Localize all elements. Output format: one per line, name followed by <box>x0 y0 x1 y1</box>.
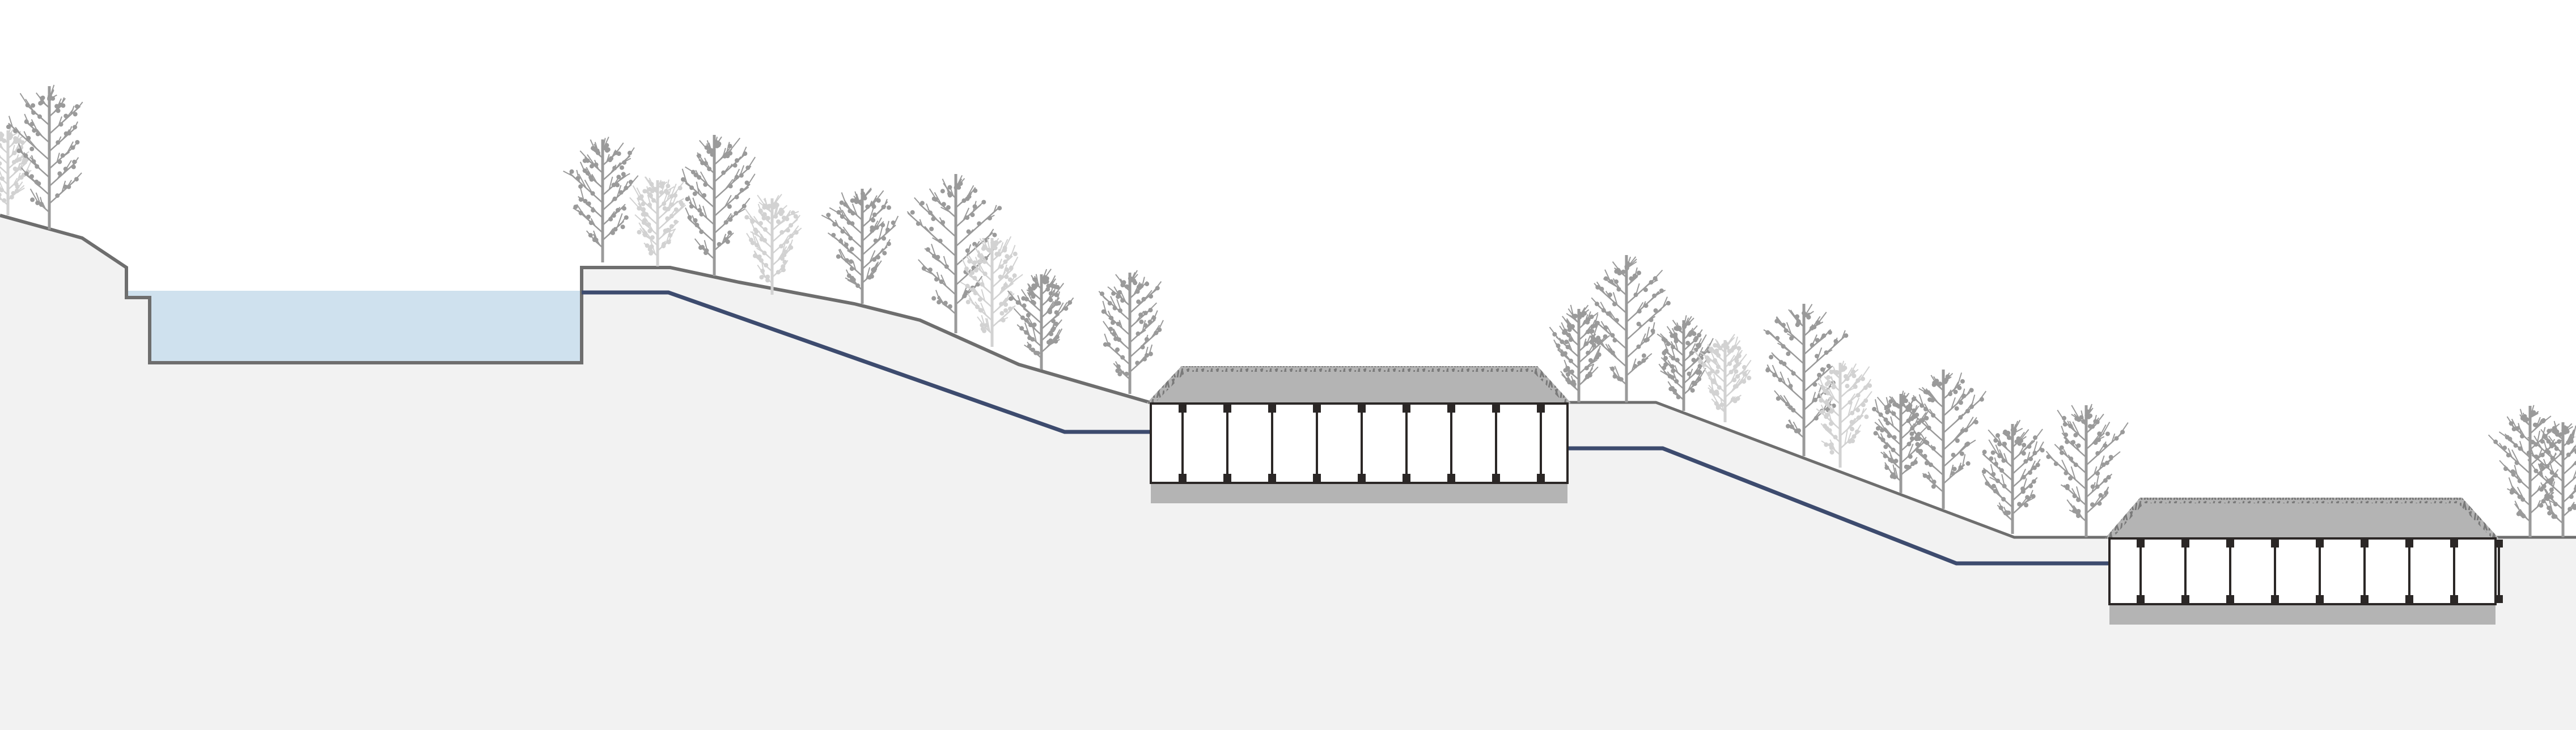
structural-column <box>2361 540 2369 603</box>
structural-column <box>1179 405 1187 482</box>
water-channel-line-lower <box>1567 446 2109 566</box>
tree-icon <box>1693 334 1752 422</box>
structural-column <box>2450 540 2458 603</box>
structural-column <box>2137 540 2145 603</box>
tree-icon <box>744 193 802 295</box>
building-upper <box>1146 366 1571 503</box>
tree-icon <box>563 137 639 262</box>
tree-group <box>0 84 2576 537</box>
structural-column <box>2181 540 2189 603</box>
tree-icon <box>6 84 83 230</box>
tree-icon <box>1763 304 1849 456</box>
tree-icon <box>2526 421 2576 537</box>
tree-icon <box>1981 419 2045 534</box>
tree-icon <box>960 236 1023 347</box>
building-lower <box>2105 498 2503 625</box>
tree-icon <box>1872 391 1929 493</box>
tree-icon <box>1899 370 1987 509</box>
tree-icon <box>1098 270 1164 394</box>
tree-icon <box>1589 255 1671 402</box>
building-interior <box>2108 537 2497 605</box>
structural-column <box>1268 405 1276 482</box>
building-foundation <box>1151 483 1567 503</box>
structural-column <box>1492 405 1500 482</box>
green-roof <box>2105 498 2499 538</box>
water-channel-line-upper <box>582 290 1150 434</box>
tree-icon <box>2045 404 2129 537</box>
structural-column <box>2495 540 2503 603</box>
green-roof <box>1146 366 1571 404</box>
structural-column <box>1447 405 1455 482</box>
tree-icon <box>2488 405 2565 537</box>
tree-icon <box>681 135 756 276</box>
terrain-outline-left <box>0 214 1150 404</box>
green-roof-grass <box>2105 498 2499 538</box>
structural-column <box>1358 405 1366 482</box>
structural-column <box>1223 405 1231 482</box>
tree-icon <box>1007 268 1074 370</box>
tree-icon <box>906 174 1002 333</box>
pond-water <box>126 291 582 363</box>
tree-icon <box>1656 315 1714 411</box>
structural-column <box>2405 540 2413 603</box>
structural-column <box>2316 540 2324 603</box>
green-roof-grass <box>1146 366 1571 404</box>
building-foundation <box>2109 604 2496 625</box>
structural-column <box>2271 540 2279 603</box>
structural-column <box>2226 540 2234 603</box>
terrain-outline-middle <box>1567 401 2109 539</box>
building-interior <box>1150 402 1569 484</box>
structural-column <box>1403 405 1410 482</box>
tree-icon <box>821 188 899 304</box>
structural-column <box>1537 405 1545 482</box>
tree-icon <box>1816 360 1872 468</box>
tree-icon <box>1549 304 1611 402</box>
structural-column <box>1313 405 1321 482</box>
column-row <box>2137 540 2503 603</box>
column-row <box>1179 405 1545 482</box>
tree-icon <box>629 176 687 266</box>
